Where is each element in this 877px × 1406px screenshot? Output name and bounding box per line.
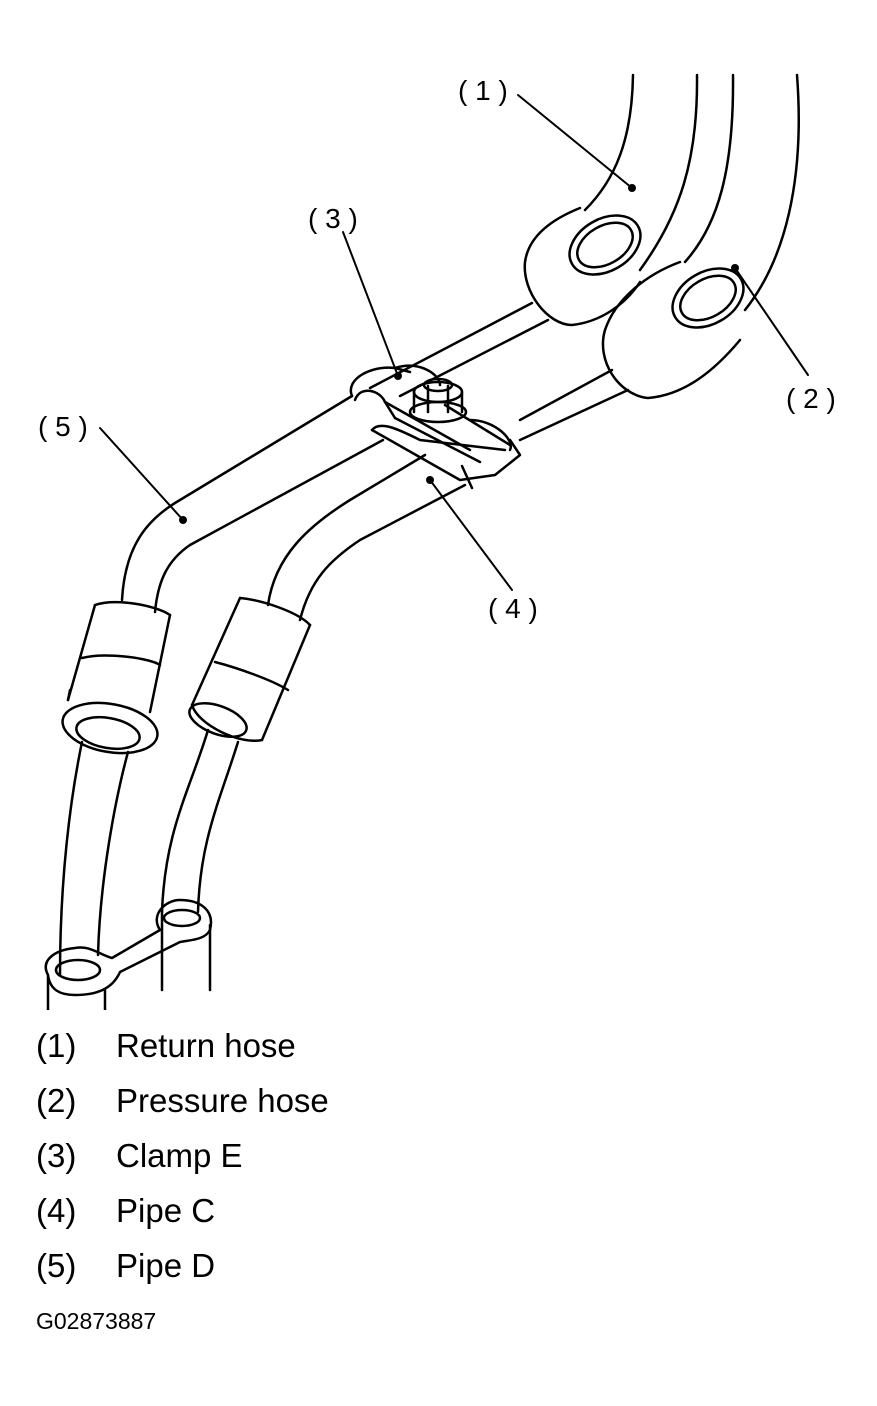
legend-label: Clamp E	[116, 1137, 243, 1174]
legend-number: (1)	[36, 1027, 77, 1064]
legend-row: (4) Pipe C	[36, 1187, 736, 1242]
legend-number: (4)	[36, 1192, 77, 1229]
pipe-c	[160, 368, 630, 914]
return-hose	[523, 73, 699, 327]
callout-3: ( 3 )	[308, 203, 358, 234]
legend-label: Pressure hose	[116, 1082, 329, 1119]
legend-number: (3)	[36, 1137, 77, 1174]
pipe-d	[58, 301, 550, 977]
legend-row: (2) Pressure hose	[36, 1077, 736, 1132]
legend-row: (5) Pipe D	[36, 1242, 736, 1297]
callout-2: ( 2 )	[786, 383, 836, 414]
leader-lines	[99, 94, 809, 591]
legend-label: Pipe D	[116, 1247, 216, 1284]
leader-dots	[179, 184, 739, 524]
bottom-bracket	[44, 898, 213, 1010]
legend-row: (3) Clamp E	[36, 1132, 736, 1187]
callout-5: ( 5 )	[38, 411, 88, 442]
legend-row: (1) Return hose	[36, 1022, 736, 1077]
callout-4: ( 4 )	[488, 593, 538, 624]
legend-number: (2)	[36, 1082, 77, 1119]
hose-pipe-diagram: ( 1 ) ( 2 ) ( 3 ) ( 4 ) ( 5 )	[38, 73, 836, 1010]
clamp-e	[349, 364, 522, 490]
legend: (1) Return hose (2) Pressure hose (3) Cl…	[36, 1022, 736, 1297]
legend-label: Return hose	[116, 1027, 296, 1064]
legend-label: Pipe C	[116, 1192, 216, 1229]
pressure-hose	[601, 73, 800, 400]
legend-number: (5)	[36, 1247, 77, 1284]
callout-1: ( 1 )	[458, 75, 508, 106]
figure-id: G02873887	[36, 1308, 157, 1334]
